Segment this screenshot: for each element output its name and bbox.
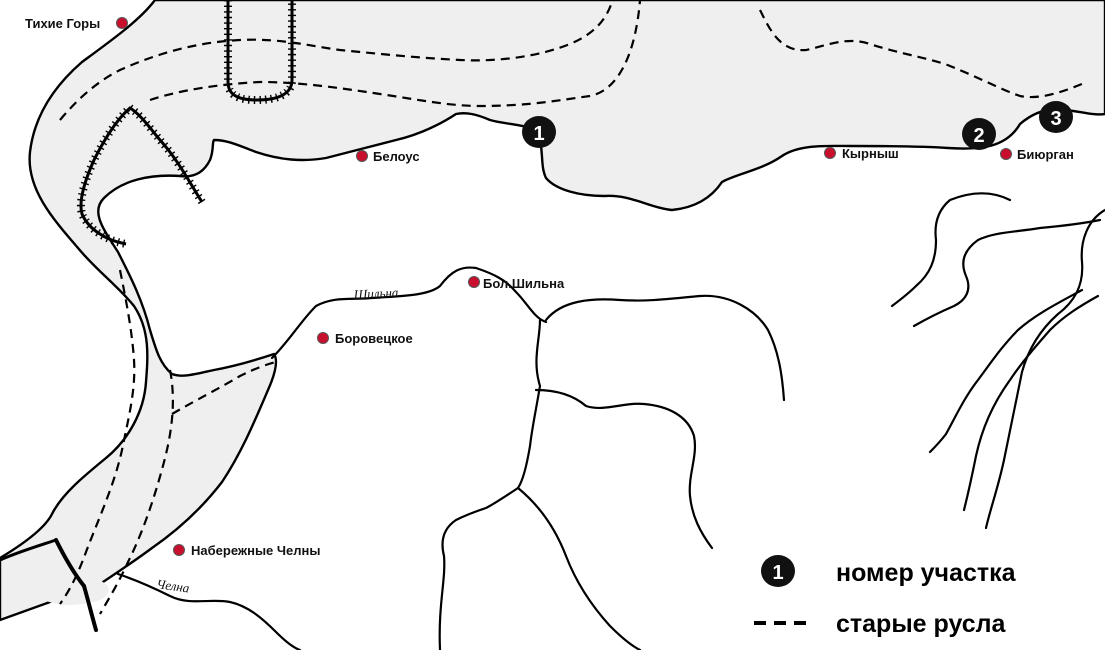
town-bol-shilna[interactable]: Бол.Шильна bbox=[468, 276, 565, 291]
town-label: Набережные Челны bbox=[191, 543, 320, 558]
chelna-river bbox=[116, 572, 302, 650]
river-label-shilna: Шильна bbox=[352, 285, 399, 302]
river-labels: Шильна Челна bbox=[156, 285, 400, 596]
towns: Тихие Горы Белоус Кырныш Биюрган Бол.Шил… bbox=[25, 16, 1074, 558]
town-label: Белоус bbox=[373, 149, 420, 164]
section-markers: 1 2 3 bbox=[522, 101, 1073, 150]
dam-line-3 bbox=[0, 538, 58, 562]
town-label: Биюрган bbox=[1017, 147, 1074, 162]
town-dot bbox=[116, 17, 128, 29]
east-river-1 bbox=[984, 208, 1105, 530]
old-channel-north bbox=[59, 1, 614, 121]
marker-badge bbox=[1039, 101, 1073, 133]
bol-shilna-east bbox=[544, 294, 786, 402]
old-channels bbox=[59, 0, 1083, 615]
marker-number: 2 bbox=[973, 125, 984, 147]
old-channel-east bbox=[759, 9, 1083, 99]
bol-shilna-mid bbox=[534, 388, 714, 550]
section-marker-2[interactable]: 2 bbox=[962, 118, 996, 150]
marker-badge bbox=[962, 118, 996, 150]
town-tikhie-gory[interactable]: Тихие Горы bbox=[25, 16, 128, 31]
old-channel-south-1 bbox=[59, 269, 136, 605]
town-dot bbox=[468, 276, 480, 288]
legend: 1 номер участка старые русла bbox=[754, 555, 1017, 638]
water-areas bbox=[0, 0, 1105, 622]
section-marker-1[interactable]: 1 bbox=[522, 116, 556, 148]
east-river-4 bbox=[962, 294, 1100, 512]
town-label: Тихие Горы bbox=[25, 16, 100, 31]
town-dot bbox=[317, 332, 329, 344]
east-river-5 bbox=[928, 288, 1084, 454]
railway-loop-ties bbox=[224, 0, 296, 105]
shilna-river bbox=[270, 266, 548, 360]
town-belous[interactable]: Белоус bbox=[356, 149, 420, 164]
marker-number: 1 bbox=[533, 123, 544, 145]
chelny-water-tip bbox=[40, 580, 109, 605]
town-dot bbox=[173, 544, 185, 556]
old-channel-south-3 bbox=[171, 360, 277, 415]
river-label-chelna: Челна bbox=[156, 576, 191, 596]
east-river-2 bbox=[912, 218, 1102, 328]
dam-lines bbox=[0, 538, 98, 632]
section-marker-3[interactable]: 3 bbox=[1039, 101, 1073, 133]
marker-number: 3 bbox=[1050, 108, 1061, 130]
legend-marker-entry: 1 номер участка bbox=[761, 555, 1017, 587]
town-dot bbox=[1000, 148, 1012, 160]
dam-line-1 bbox=[54, 538, 86, 588]
town-label: Боровецкое bbox=[335, 331, 413, 346]
railway-west-ties bbox=[77, 103, 206, 248]
legend-marker-badge bbox=[761, 555, 795, 587]
old-channel-mid bbox=[149, 0, 642, 108]
town-naberezhnye-chelny[interactable]: Набережные Челны bbox=[173, 543, 321, 558]
bol-shilna-south-2 bbox=[516, 486, 642, 650]
legend-marker-label: номер участка bbox=[836, 559, 1017, 587]
dam-line-2 bbox=[82, 584, 98, 632]
legend-dashed-label: старые русла bbox=[836, 610, 1007, 638]
town-label: Кырныш bbox=[842, 146, 899, 161]
rivers bbox=[116, 192, 1105, 650]
bol-shilna-south bbox=[438, 318, 542, 650]
legend-dashed-entry: старые русла bbox=[754, 610, 1007, 638]
town-biyurgan[interactable]: Биюрган bbox=[1000, 147, 1074, 162]
town-label: Бол.Шильна bbox=[483, 276, 565, 291]
town-dot bbox=[824, 147, 836, 159]
town-kyrnysh[interactable]: Кырныш bbox=[824, 146, 899, 161]
town-borovetskoe[interactable]: Боровецкое bbox=[317, 331, 413, 346]
kama-water bbox=[0, 0, 1105, 622]
town-dot bbox=[356, 150, 368, 162]
old-channel-south-2 bbox=[99, 369, 174, 615]
marker-badge bbox=[522, 116, 556, 148]
east-river-3 bbox=[890, 192, 1012, 308]
legend-marker-number: 1 bbox=[772, 562, 783, 584]
railways bbox=[77, 0, 296, 248]
